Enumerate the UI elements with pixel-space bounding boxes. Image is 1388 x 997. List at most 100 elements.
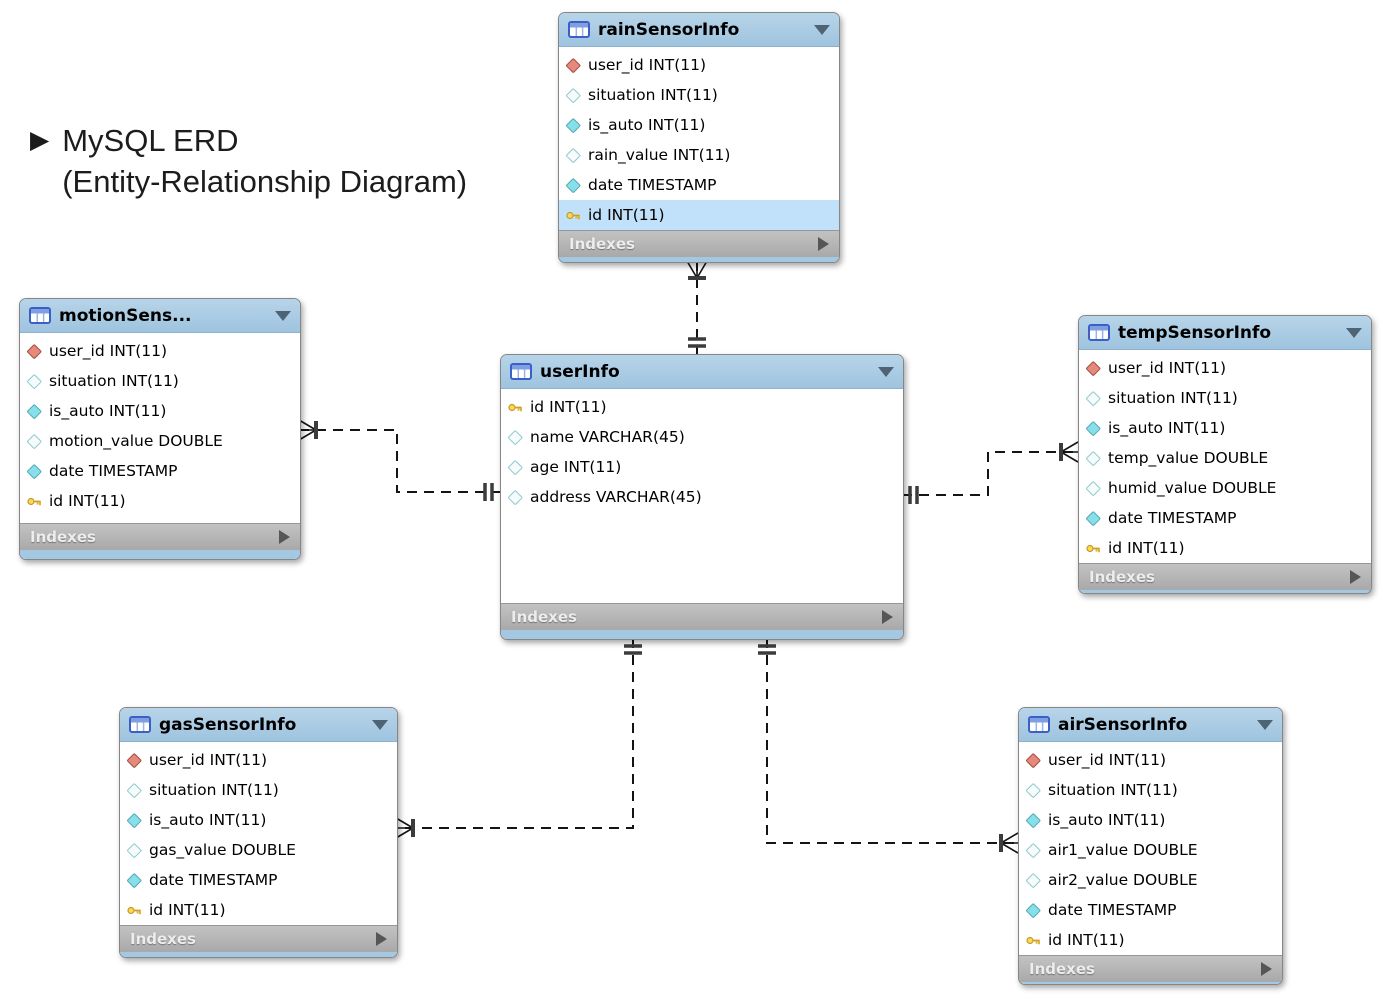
column-row-situation[interactable]: situation INT(11) — [20, 366, 300, 396]
column-row-air2_value[interactable]: air2_value DOUBLE — [1019, 865, 1282, 895]
expand-arrow-icon[interactable] — [1350, 570, 1361, 584]
table-icon — [510, 363, 532, 380]
column-row-is_auto[interactable]: is_auto INT(11) — [20, 396, 300, 426]
column-row-is_auto[interactable]: is_auto INT(11) — [559, 110, 839, 140]
column-row-id[interactable]: id INT(11) — [501, 392, 903, 422]
column-row-temp_value[interactable]: temp_value DOUBLE — [1079, 443, 1371, 473]
column-row-situation[interactable]: situation INT(11) — [1019, 775, 1282, 805]
foreign-key-icon — [1026, 752, 1041, 768]
column-row-date[interactable]: date TIMESTAMP — [120, 865, 397, 895]
relationship-rainSensorInfo-userInfo[interactable] — [686, 260, 708, 354]
column-row-is_auto[interactable]: is_auto INT(11) — [120, 805, 397, 835]
not-null-diamond — [127, 872, 142, 888]
collapse-arrow-icon[interactable] — [372, 719, 388, 730]
column-row-id[interactable]: id INT(11) — [1019, 925, 1282, 955]
nullable-diamond — [1086, 480, 1101, 496]
nullable-diamond — [27, 373, 42, 389]
column-row-situation[interactable]: situation INT(11) — [120, 775, 397, 805]
collapse-arrow-icon[interactable] — [275, 310, 291, 321]
relationship-dashed-line[interactable] — [299, 429, 500, 493]
column-row-date[interactable]: date TIMESTAMP — [559, 170, 839, 200]
indexes-section[interactable]: Indexes — [559, 230, 839, 257]
column-row-situation[interactable]: situation INT(11) — [559, 80, 839, 110]
table-columns: id INT(11)name VARCHAR(45)age INT(11)add… — [501, 389, 903, 603]
column-row-humid_value[interactable]: humid_value DOUBLE — [1079, 473, 1371, 503]
relationship-dashed-line[interactable] — [766, 638, 1018, 844]
collapse-arrow-icon[interactable] — [1257, 719, 1273, 730]
primary-key-icon — [1086, 541, 1101, 556]
expand-arrow-icon[interactable] — [882, 610, 893, 624]
column-row-user_id[interactable]: user_id INT(11) — [559, 50, 839, 80]
expand-arrow-icon[interactable] — [279, 530, 290, 544]
table-header[interactable]: motionSens... — [20, 299, 300, 333]
nullable-diamond — [127, 782, 142, 798]
table-header[interactable]: tempSensorInfo — [1079, 316, 1371, 350]
primary-key-icon — [1026, 933, 1041, 948]
expand-arrow-icon[interactable] — [1261, 962, 1272, 976]
relationship-userInfo-airSensorInfo[interactable] — [758, 638, 1019, 854]
expand-arrow-icon[interactable] — [818, 237, 829, 251]
relationship-dashed-line[interactable] — [396, 638, 634, 829]
expand-arrow-icon[interactable] — [376, 932, 387, 946]
column-row-air1_value[interactable]: air1_value DOUBLE — [1019, 835, 1282, 865]
indexes-label: Indexes — [1029, 960, 1095, 978]
table-tempSensorInfo[interactable]: tempSensorInfo user_id INT(11) situation I… — [1078, 315, 1372, 594]
column-label: is_auto INT(11) — [588, 116, 706, 134]
column-row-user_id[interactable]: user_id INT(11) — [1079, 353, 1371, 383]
table-header[interactable]: rainSensorInfo — [559, 13, 839, 47]
table-header[interactable]: userInfo — [501, 355, 903, 389]
table-motionSensorInfo[interactable]: motionSens...user_id INT(11)situation IN… — [19, 298, 301, 560]
column-row-date[interactable]: date TIMESTAMP — [20, 456, 300, 486]
collapse-arrow-icon[interactable] — [1346, 327, 1362, 338]
nullable-diamond — [127, 842, 142, 858]
indexes-section[interactable]: Indexes — [1079, 563, 1371, 590]
relationship-dashed-line[interactable] — [902, 451, 1078, 496]
collapse-arrow-icon[interactable] — [814, 24, 830, 35]
table-header[interactable]: airSensorInfo — [1019, 708, 1282, 742]
column-row-id[interactable]: id INT(11) — [1079, 533, 1371, 563]
table-header[interactable]: gasSensorInfo — [120, 708, 397, 742]
column-row-id[interactable]: id INT(11) — [559, 200, 839, 230]
column-row-user_id[interactable]: user_id INT(11) — [1019, 745, 1282, 775]
primary-key-icon — [566, 208, 581, 223]
column-row-user_id[interactable]: user_id INT(11) — [20, 336, 300, 366]
column-row-motion_value[interactable]: motion_value DOUBLE — [20, 426, 300, 456]
column-row-user_id[interactable]: user_id INT(11) — [120, 745, 397, 775]
column-row-situation[interactable]: situation INT(11) — [1079, 383, 1371, 413]
relationship-userInfo-tempSensorInfo[interactable] — [902, 441, 1079, 504]
column-row-rain_value[interactable]: rain_value INT(11) — [559, 140, 839, 170]
title-bullet-icon: ▶ — [30, 126, 50, 154]
column-row-name[interactable]: name VARCHAR(45) — [501, 422, 903, 452]
table-bottom-strip — [501, 630, 903, 639]
table-bottom-strip — [120, 952, 397, 957]
not-null-diamond — [27, 403, 42, 419]
column-row-is_auto[interactable]: is_auto INT(11) — [1019, 805, 1282, 835]
relationship-userInfo-gasSensorInfo[interactable] — [395, 638, 642, 839]
indexes-section[interactable]: Indexes — [1019, 955, 1282, 982]
not-null-icon — [1086, 510, 1101, 526]
column-row-age[interactable]: age INT(11) — [501, 452, 903, 482]
column-row-is_auto[interactable]: is_auto INT(11) — [1079, 413, 1371, 443]
relationship-motionSensorInfo-userInfo[interactable] — [298, 419, 500, 501]
indexes-label: Indexes — [130, 930, 196, 948]
column-row-address[interactable]: address VARCHAR(45) — [501, 482, 903, 512]
column-row-id[interactable]: id INT(11) — [20, 486, 300, 516]
column-row-id[interactable]: id INT(11) — [120, 895, 397, 925]
indexes-section[interactable]: Indexes — [501, 603, 903, 630]
column-label: user_id INT(11) — [1108, 359, 1227, 377]
column-row-date[interactable]: date TIMESTAMP — [1019, 895, 1282, 925]
indexes-section[interactable]: Indexes — [120, 925, 397, 952]
indexes-section[interactable]: Indexes — [20, 523, 300, 550]
column-row-gas_value[interactable]: gas_value DOUBLE — [120, 835, 397, 865]
foreign-key-icon — [27, 343, 42, 359]
column-row-date[interactable]: date TIMESTAMP — [1079, 503, 1371, 533]
column-label: date TIMESTAMP — [49, 462, 178, 480]
foreign-key-diamond — [1026, 752, 1041, 768]
cardinality-mark — [1000, 832, 1019, 844]
collapse-arrow-icon[interactable] — [878, 366, 894, 377]
